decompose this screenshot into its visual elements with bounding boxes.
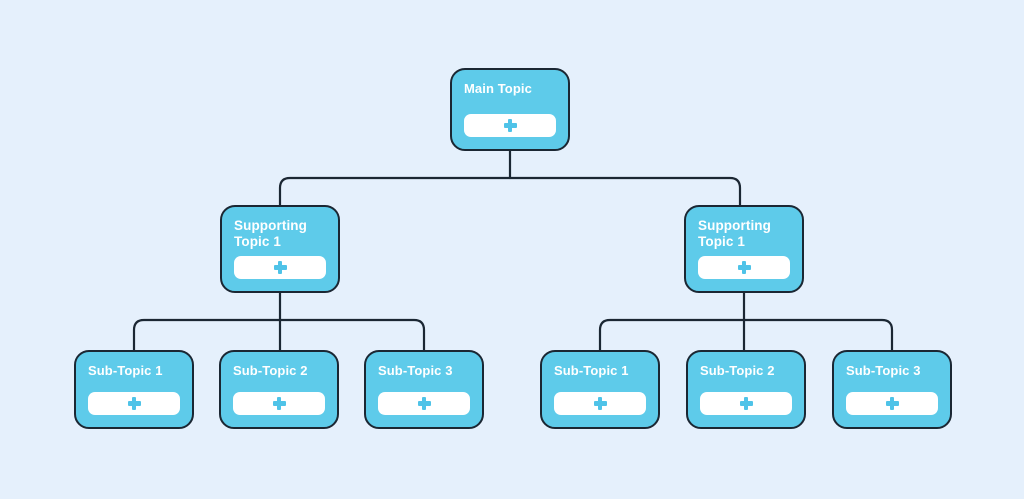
plus-icon — [737, 261, 751, 274]
plus-icon — [273, 261, 287, 274]
add-child-button-supporting-left[interactable] — [234, 256, 326, 279]
add-child-button-sub-left-1[interactable] — [88, 392, 180, 415]
node-label: Sub-Topic 1 — [88, 363, 163, 378]
node-supporting-topic-left[interactable]: Supporting Topic 1 — [220, 205, 340, 293]
plus-icon — [417, 397, 431, 410]
node-sub-topic-right-2[interactable]: Sub-Topic 2 — [686, 350, 806, 429]
add-child-button-sub-right-1[interactable] — [554, 392, 646, 415]
node-label: Main Topic — [464, 81, 532, 96]
node-label: Sub-Topic 3 — [846, 363, 921, 378]
add-child-button-sub-left-3[interactable] — [378, 392, 470, 415]
node-label: Sub-Topic 3 — [378, 363, 453, 378]
add-child-button-sub-left-2[interactable] — [233, 392, 325, 415]
node-main-topic[interactable]: Main Topic — [450, 68, 570, 151]
node-label: Sub-Topic 2 — [700, 363, 775, 378]
add-child-button-sub-right-2[interactable] — [700, 392, 792, 415]
node-sub-topic-right-1[interactable]: Sub-Topic 1 — [540, 350, 660, 429]
node-label: Supporting Topic 1 — [234, 218, 307, 249]
node-label: Supporting Topic 1 — [698, 218, 771, 249]
add-child-button-supporting-right[interactable] — [698, 256, 790, 279]
add-child-button-main-topic[interactable] — [464, 114, 556, 137]
node-sub-topic-left-3[interactable]: Sub-Topic 3 — [364, 350, 484, 429]
plus-icon — [739, 397, 753, 410]
node-sub-topic-left-1[interactable]: Sub-Topic 1 — [74, 350, 194, 429]
node-sub-topic-left-2[interactable]: Sub-Topic 2 — [219, 350, 339, 429]
plus-icon — [503, 119, 517, 132]
plus-icon — [593, 397, 607, 410]
add-child-button-sub-right-3[interactable] — [846, 392, 938, 415]
node-sub-topic-right-3[interactable]: Sub-Topic 3 — [832, 350, 952, 429]
plus-icon — [885, 397, 899, 410]
node-label: Sub-Topic 1 — [554, 363, 629, 378]
plus-icon — [127, 397, 141, 410]
node-label: Sub-Topic 2 — [233, 363, 308, 378]
plus-icon — [272, 397, 286, 410]
node-supporting-topic-right[interactable]: Supporting Topic 1 — [684, 205, 804, 293]
